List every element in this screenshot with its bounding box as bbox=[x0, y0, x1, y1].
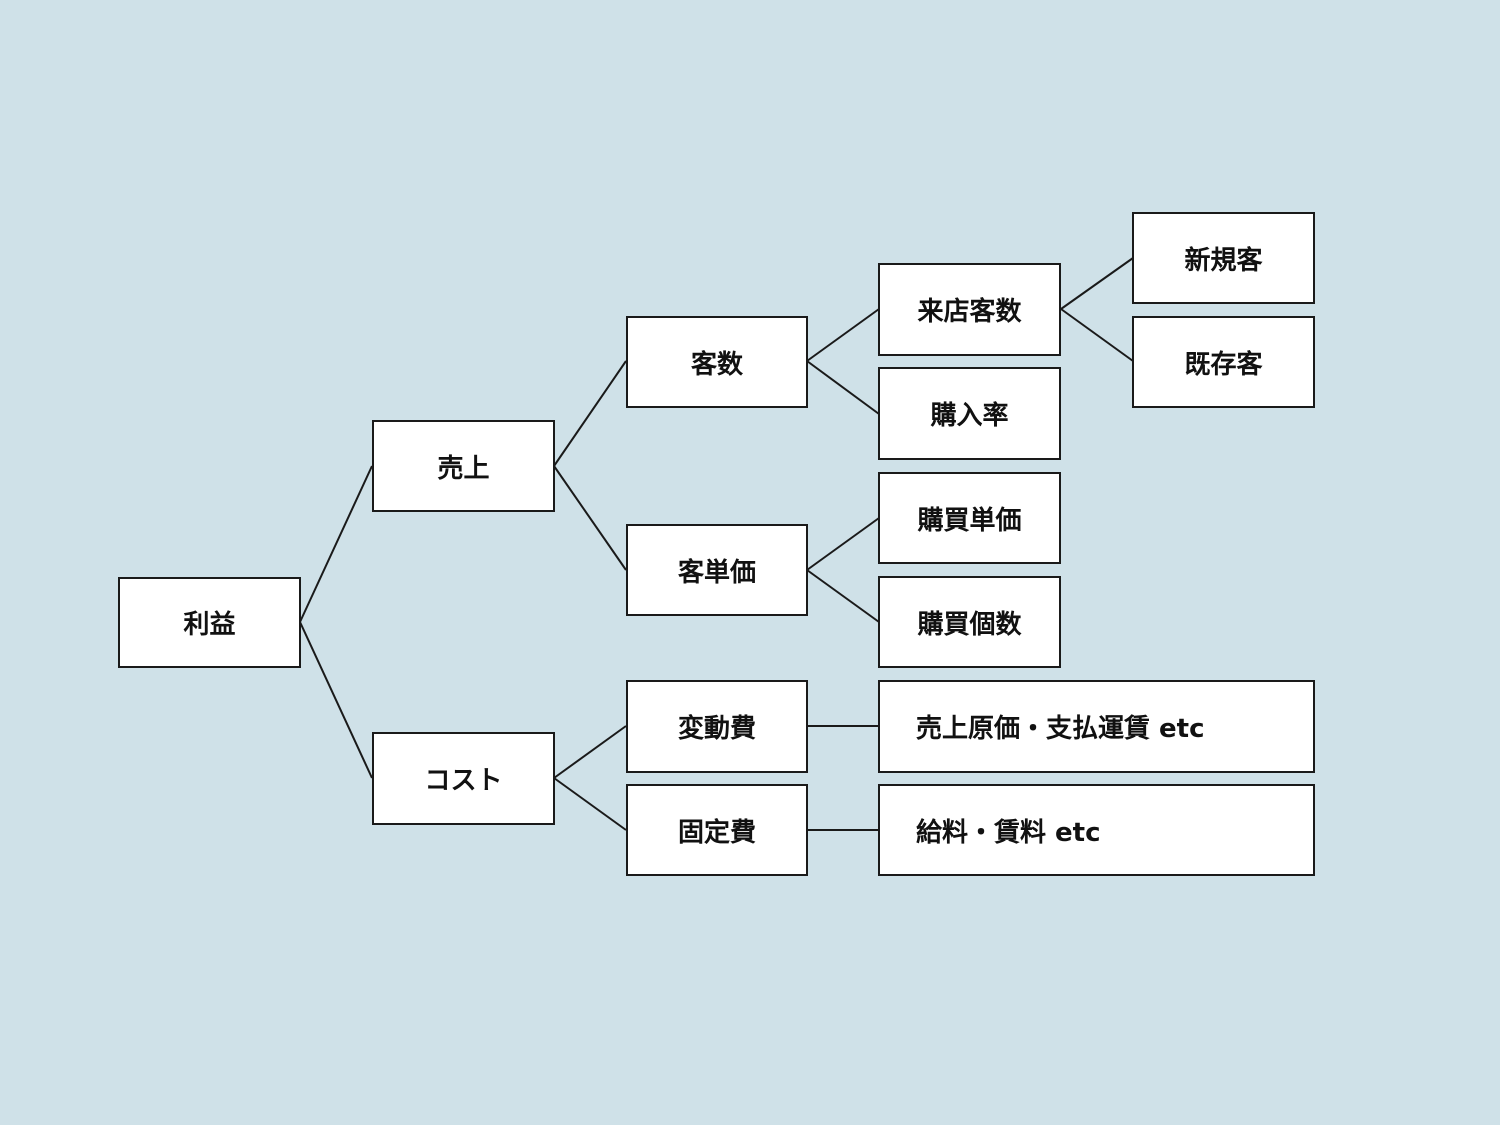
node-unit-price: 客単価 bbox=[626, 524, 808, 616]
edge-profit-sales bbox=[299, 465, 373, 623]
edge-visitors-existing bbox=[1060, 308, 1134, 362]
edge-customers-visitors bbox=[806, 308, 880, 362]
node-visitors: 来店客数 bbox=[878, 263, 1061, 356]
edge-unitprice-price bbox=[806, 517, 880, 571]
edge-customers-rate bbox=[806, 360, 880, 415]
node-existing-customers: 既存客 bbox=[1132, 316, 1315, 408]
node-purchase-price: 購買単価 bbox=[878, 472, 1061, 564]
edge-visitors-new bbox=[1060, 257, 1134, 310]
node-variable-examples: 売上原価・支払運賃 etc bbox=[878, 680, 1315, 773]
node-purchase-rate: 購入率 bbox=[878, 367, 1061, 460]
node-profit: 利益 bbox=[118, 577, 301, 668]
node-variable-cost: 変動費 bbox=[626, 680, 808, 773]
node-customers: 客数 bbox=[626, 316, 808, 408]
edge-profit-cost bbox=[299, 621, 373, 779]
edge-unitprice-qty bbox=[806, 569, 880, 623]
node-sales: 売上 bbox=[372, 420, 555, 512]
node-purchase-qty: 購買個数 bbox=[878, 576, 1061, 668]
node-fixed-examples: 給料・賃料 etc bbox=[878, 784, 1315, 876]
node-fixed-cost: 固定費 bbox=[626, 784, 808, 876]
edge-sales-unitprice bbox=[553, 465, 627, 571]
edge-cost-fixed bbox=[553, 777, 627, 831]
edge-sales-customers bbox=[553, 360, 627, 467]
edge-cost-variable bbox=[553, 725, 627, 779]
node-new-customers: 新規客 bbox=[1132, 212, 1315, 304]
node-cost: コスト bbox=[372, 732, 555, 825]
